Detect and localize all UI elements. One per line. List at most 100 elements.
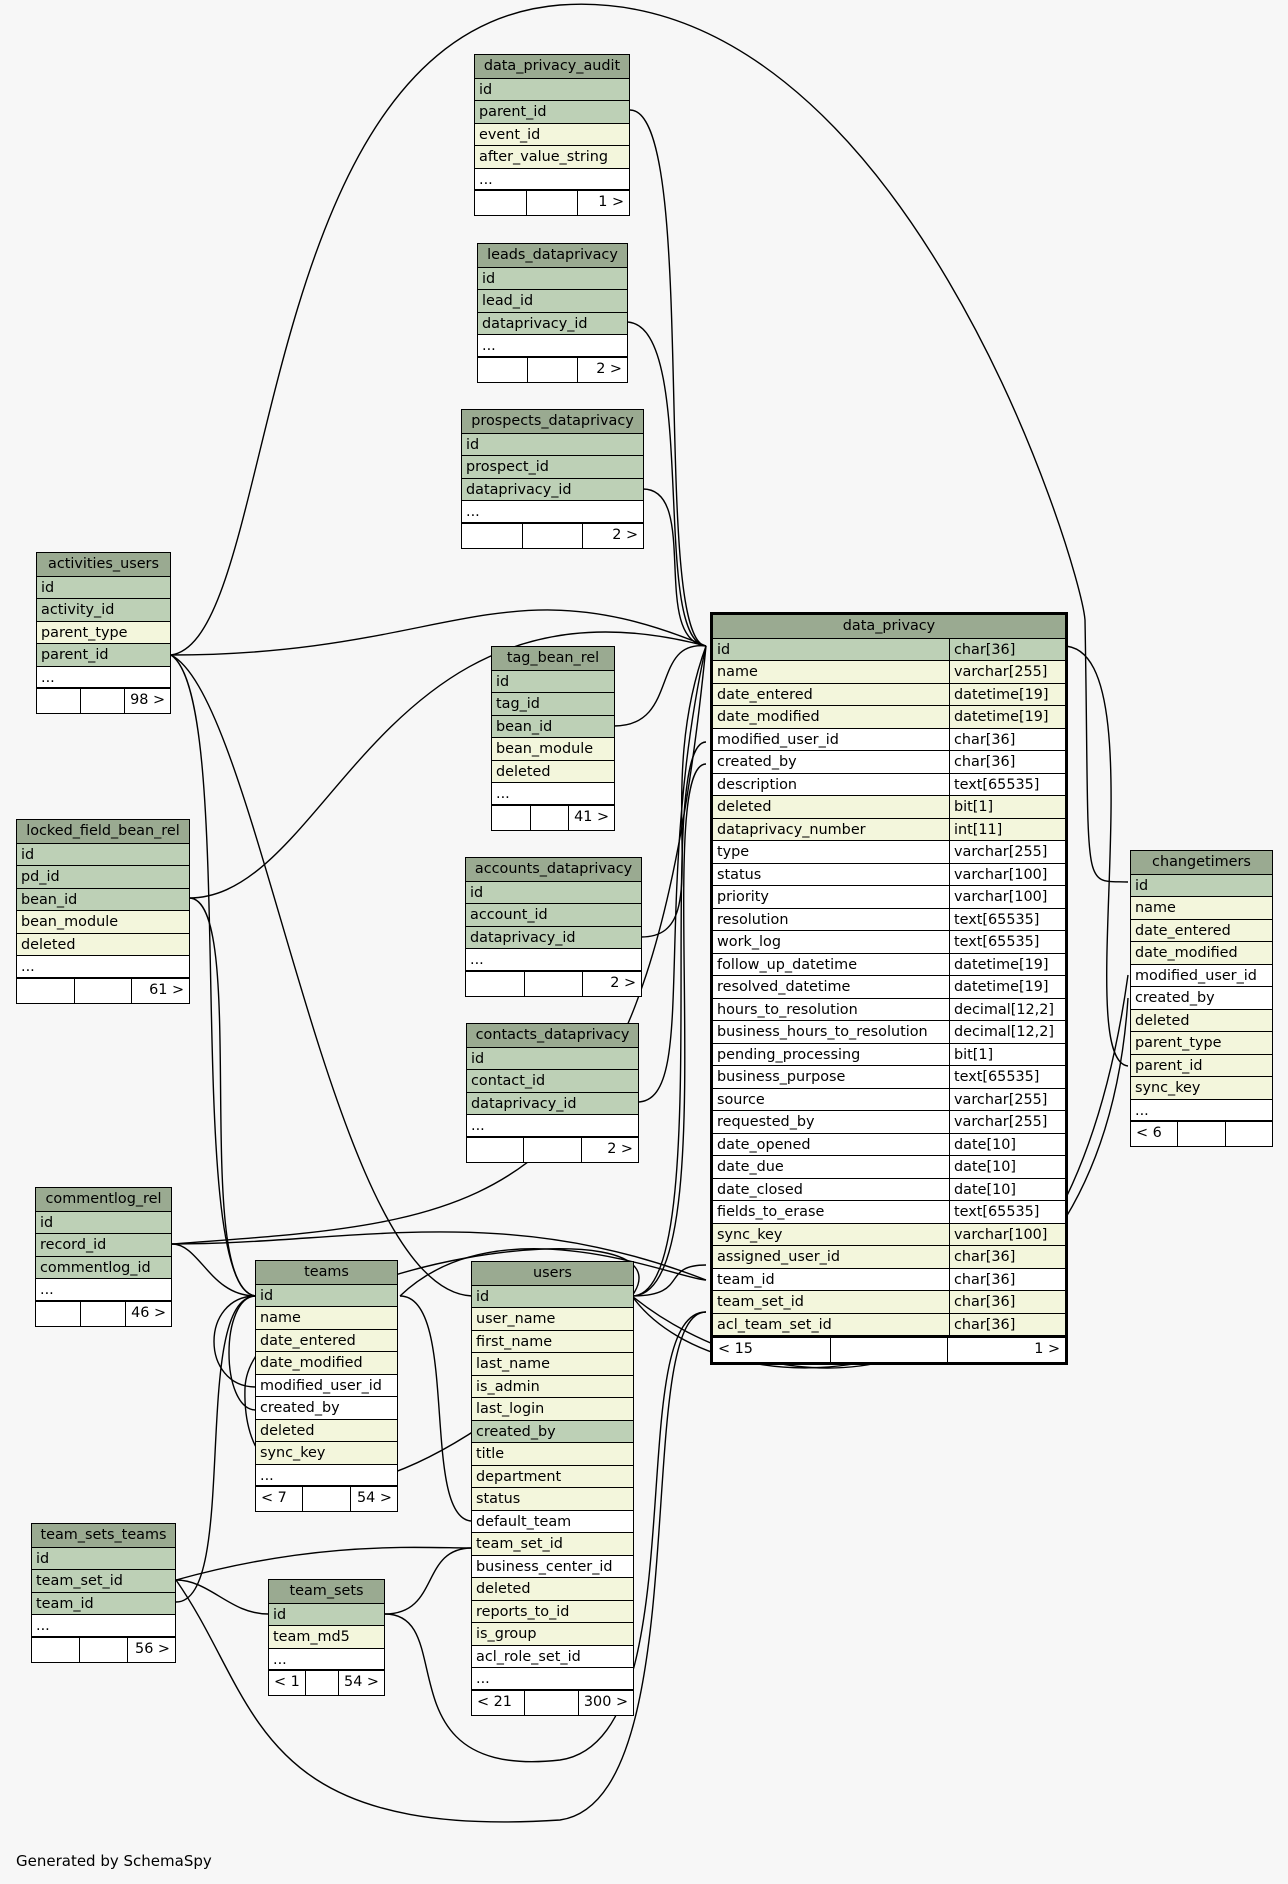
parents-count[interactable]: < 21 <box>472 1690 526 1715</box>
column-row[interactable]: id <box>36 1211 171 1234</box>
column-row[interactable]: parent_id <box>37 644 170 667</box>
column-row[interactable]: date_modified <box>1131 942 1272 965</box>
column-row[interactable]: is_group <box>472 1623 633 1646</box>
parents-count[interactable] <box>492 805 531 830</box>
column-row[interactable]: deleted <box>17 933 189 956</box>
column-row[interactable]: id <box>475 78 629 101</box>
column-row[interactable]: pd_id <box>17 866 189 889</box>
column-row[interactable]: account_id <box>466 904 641 927</box>
children-count[interactable]: 54 > <box>344 1674 379 1690</box>
children-count[interactable]: 54 > <box>357 1490 392 1506</box>
column-row[interactable]: status <box>472 1488 633 1511</box>
column-row[interactable]: lead_id <box>478 290 627 313</box>
parents-count[interactable]: < 7 <box>256 1487 304 1511</box>
column-row[interactable]: id <box>462 433 643 456</box>
column-row[interactable]: deleted <box>472 1578 633 1601</box>
children-count[interactable]: 300 > <box>583 1693 629 1710</box>
children-count[interactable]: 98 > <box>130 692 166 708</box>
column-row[interactable]: last_name <box>472 1353 633 1376</box>
column-row[interactable]: sync_key <box>1131 1077 1272 1100</box>
column-row[interactable]: bean_id <box>492 715 614 738</box>
children-count[interactable]: 1 > <box>1034 1341 1061 1357</box>
column-row[interactable]: name <box>256 1307 397 1330</box>
column-row[interactable]: sync_key <box>256 1442 397 1465</box>
column-row[interactable]: deleted <box>492 760 614 783</box>
column-row[interactable]: event_id <box>475 123 629 146</box>
children-count[interactable] <box>1226 1122 1272 1146</box>
children-count[interactable]: 2 > <box>612 526 639 543</box>
parents-count[interactable] <box>462 523 523 548</box>
column-row[interactable]: acl_role_set_id <box>472 1645 633 1668</box>
column-row[interactable]: team_set_id <box>472 1533 633 1556</box>
column-row[interactable]: default_team <box>472 1510 633 1533</box>
column-row[interactable]: id <box>467 1047 638 1070</box>
column-row[interactable]: id <box>466 881 641 904</box>
children-count[interactable]: 1 > <box>598 194 625 210</box>
column-row[interactable]: department <box>472 1465 633 1488</box>
parents-count[interactable]: < 6 <box>1131 1122 1179 1146</box>
children-count[interactable]: 61 > <box>149 981 185 998</box>
column-row[interactable]: date_entered <box>256 1329 397 1352</box>
column-row[interactable]: title <box>472 1443 633 1466</box>
parents-count[interactable]: < 15 <box>713 1338 831 1362</box>
column-row[interactable]: dataprivacy_id <box>467 1092 638 1115</box>
column-row[interactable]: parent_type <box>37 621 170 644</box>
column-row[interactable]: modified_user_id <box>1131 964 1272 987</box>
column-row[interactable]: parent_id <box>1131 1054 1272 1077</box>
parents-count[interactable] <box>478 357 528 382</box>
column-row[interactable]: date_modified <box>256 1352 397 1375</box>
children-count[interactable]: 46 > <box>131 1304 167 1321</box>
column-row[interactable]: deleted <box>1131 1009 1272 1032</box>
column-row[interactable]: commentlog_id <box>36 1256 171 1279</box>
column-row[interactable]: bean_id <box>17 888 189 911</box>
column-row[interactable]: is_admin <box>472 1375 633 1398</box>
column-row[interactable]: modified_user_id <box>256 1374 397 1397</box>
column-row[interactable]: parent_id <box>475 101 629 124</box>
column-row[interactable]: dataprivacy_id <box>466 926 641 949</box>
column-row[interactable]: first_name <box>472 1330 633 1353</box>
column-row[interactable]: id <box>1131 874 1272 897</box>
parents-count[interactable] <box>475 191 527 215</box>
parents-count[interactable] <box>466 971 525 996</box>
column-row[interactable]: parent_type <box>1131 1032 1272 1055</box>
parents-count[interactable] <box>36 1301 82 1326</box>
column-row[interactable]: bean_module <box>492 738 614 761</box>
column-row[interactable]: dataprivacy_id <box>462 478 643 501</box>
column-row[interactable]: id <box>37 576 170 599</box>
column-row[interactable]: business_center_id <box>472 1555 633 1578</box>
children-count[interactable]: 2 > <box>607 1140 633 1157</box>
column-row[interactable]: tag_id <box>492 693 614 716</box>
column-row[interactable]: created_by <box>472 1420 633 1443</box>
parents-count[interactable] <box>32 1637 80 1662</box>
